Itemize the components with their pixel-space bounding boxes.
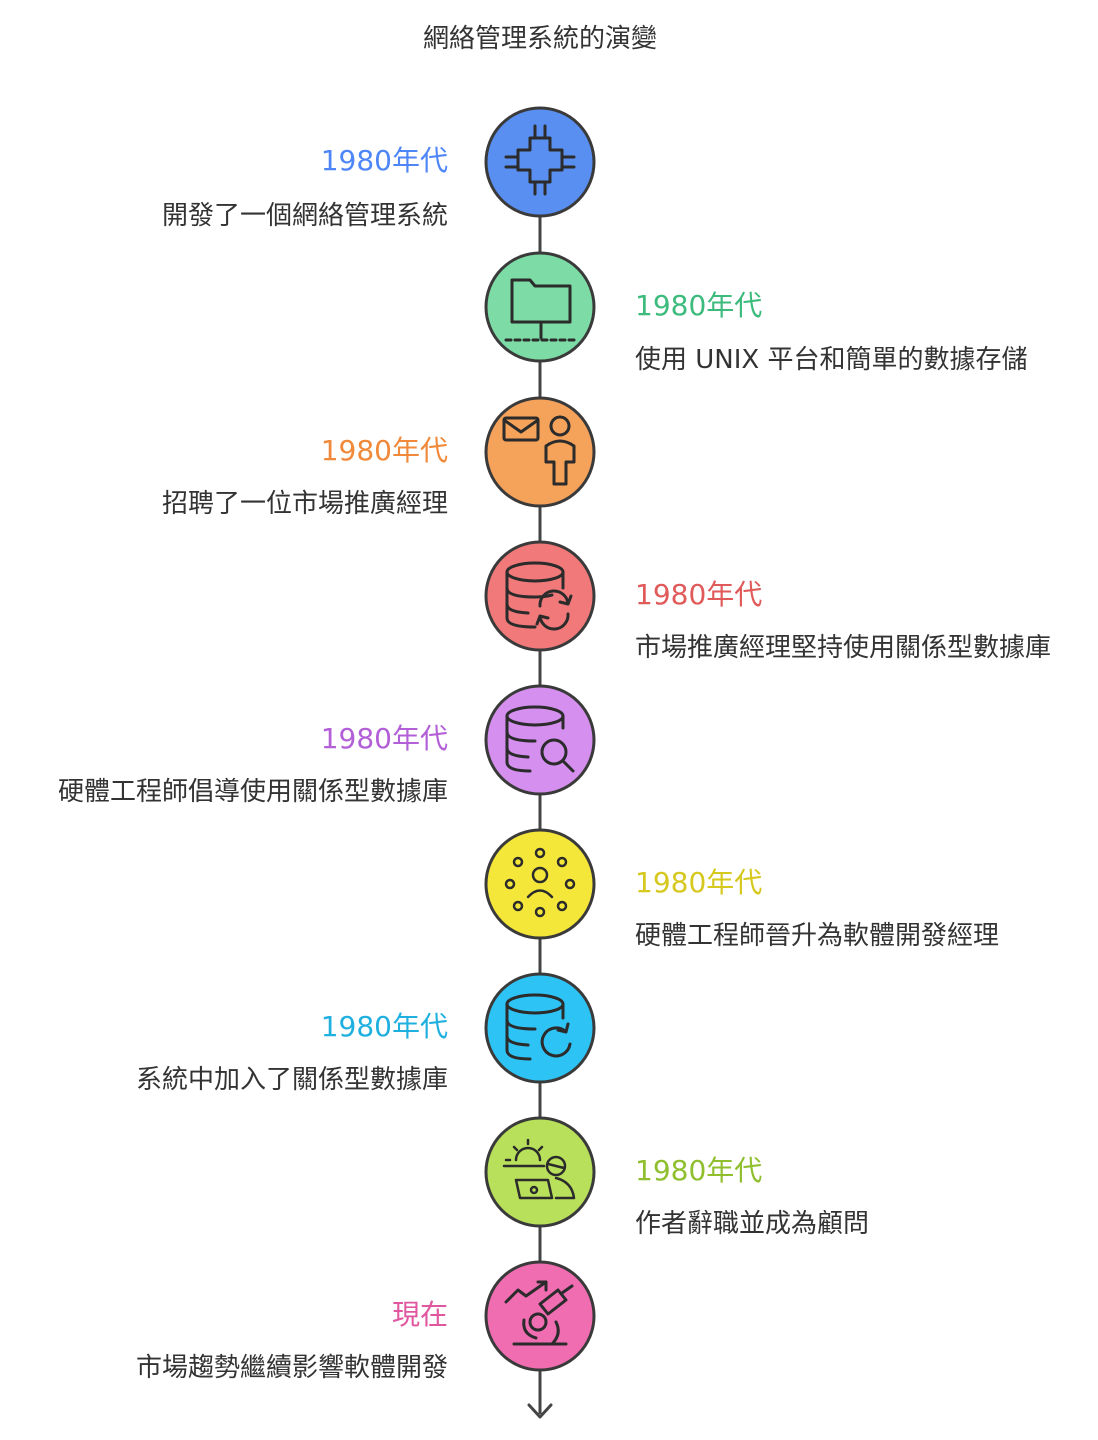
timeline-node-6 bbox=[484, 828, 596, 940]
timeline-arrow-icon bbox=[527, 1403, 553, 1419]
event-period-8: 1980年代 bbox=[635, 1154, 763, 1187]
event-period-1: 1980年代 bbox=[320, 144, 448, 177]
timeline-node-5 bbox=[484, 684, 596, 796]
database-sync-icon bbox=[505, 561, 573, 631]
event-period-5: 1980年代 bbox=[320, 722, 448, 755]
event-period-6: 1980年代 bbox=[635, 866, 763, 899]
microscope-trend-icon bbox=[504, 1280, 574, 1346]
timeline-node-7 bbox=[484, 972, 596, 1084]
event-period-7: 1980年代 bbox=[320, 1010, 448, 1043]
timeline-node-9 bbox=[484, 1260, 596, 1372]
timeline-node-3 bbox=[484, 396, 596, 508]
timeline-node-8 bbox=[484, 1116, 596, 1228]
database-search-icon bbox=[505, 705, 575, 773]
event-description-6: 硬體工程師晉升為軟體開發經理 bbox=[635, 921, 1000, 951]
database-refresh-icon bbox=[505, 993, 572, 1061]
timeline-node-2 bbox=[484, 251, 596, 363]
team-network-icon bbox=[504, 847, 576, 918]
timeline-node-1 bbox=[484, 106, 596, 218]
event-description-9: 市場趨勢繼續影響軟體開發 bbox=[135, 1353, 448, 1383]
event-description-1: 開發了一個網絡管理系統 bbox=[161, 201, 448, 231]
event-period-2: 1980年代 bbox=[635, 289, 763, 322]
network-folder-icon bbox=[504, 278, 576, 342]
event-description-4: 市場推廣經理堅持使用關係型數據庫 bbox=[635, 633, 1052, 663]
event-period-3: 1980年代 bbox=[320, 434, 448, 467]
event-description-3: 招聘了一位市場推廣經理 bbox=[161, 489, 448, 519]
recruit-person-icon bbox=[502, 415, 576, 486]
timeline-node-4 bbox=[484, 540, 596, 652]
event-description-2: 使用 UNIX 平台和簡單的數據存儲 bbox=[635, 345, 1028, 375]
event-period-9: 現在 bbox=[391, 1298, 448, 1331]
event-period-4: 1980年代 bbox=[635, 578, 763, 611]
circuit-icon bbox=[504, 124, 576, 196]
event-description-8: 作者辭職並成為顧問 bbox=[635, 1209, 870, 1239]
diagram-title: 網絡管理系統的演變 bbox=[422, 24, 657, 54]
consultant-icon bbox=[502, 1138, 576, 1200]
event-description-5: 硬體工程師倡導使用關係型數據庫 bbox=[57, 777, 448, 807]
event-description-7: 系統中加入了關係型數據庫 bbox=[135, 1065, 448, 1095]
